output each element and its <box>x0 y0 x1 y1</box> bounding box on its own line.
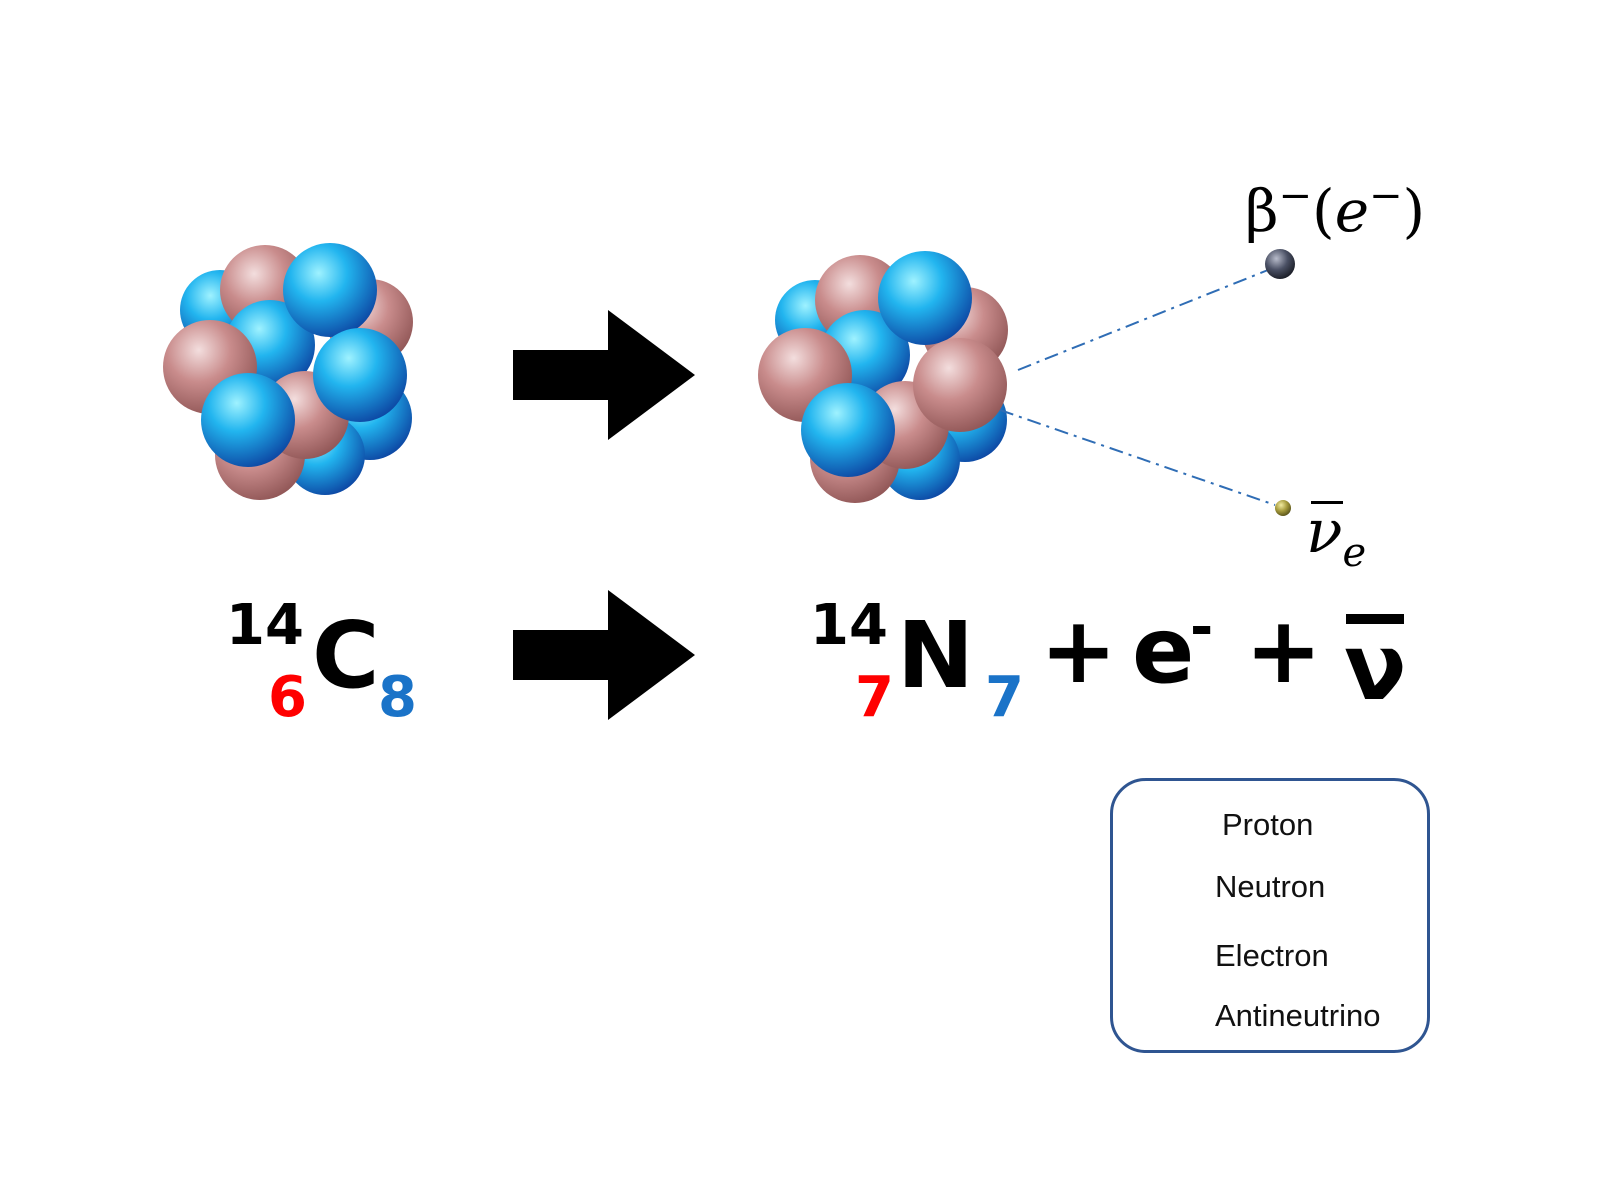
emitted-electron <box>1265 249 1295 279</box>
product-symbol: N <box>897 602 974 709</box>
reactant-symbol: C <box>312 602 380 709</box>
legend-label-antineutrino: Antineutrino <box>1215 998 1381 1033</box>
proton-sphere <box>913 338 1007 432</box>
electron-charge: − <box>1369 173 1403 219</box>
electron-symbol: e <box>1334 177 1370 245</box>
legend-box <box>1110 778 1430 1053</box>
nu-symbol: ν <box>1306 497 1343 567</box>
neutron-sphere <box>283 243 377 337</box>
electron-trail <box>1017 269 1269 371</box>
plus-sign-2: + <box>1245 597 1323 704</box>
plus-sign-1: + <box>1040 597 1118 704</box>
legend-label-electron: Electron <box>1215 938 1329 973</box>
reactant-neutron-count: 8 <box>378 665 417 730</box>
neutron-sphere <box>201 373 295 467</box>
beta-symbol: β <box>1245 177 1279 245</box>
electron-term: e <box>1132 597 1195 704</box>
nu-subscript: e <box>1342 530 1367 576</box>
paren-open: ( <box>1312 177 1335 245</box>
arrow-top <box>513 310 695 440</box>
emitted-antineutrino <box>1275 500 1291 516</box>
arrow-bottom <box>513 590 695 720</box>
electron-term-charge: - <box>1190 595 1214 660</box>
nu-label-overbar <box>1311 501 1343 504</box>
nitrogen-14-nucleus <box>758 251 1008 503</box>
reactant-proton-count: 6 <box>268 665 307 730</box>
antineutrino-overbar <box>1346 614 1404 624</box>
antineutrino-label: νe <box>1306 502 1366 573</box>
product-neutron-count: 7 <box>985 665 1024 730</box>
antineutrino-trail <box>999 409 1276 506</box>
neutron-sphere <box>878 251 972 345</box>
beta-minus-label: β−(e−) <box>1245 176 1425 240</box>
paren-close: ) <box>1402 177 1426 245</box>
reactant-mass-number: 14 <box>226 593 304 658</box>
neutron-sphere <box>801 383 895 477</box>
neutron-sphere <box>313 328 407 422</box>
legend-label-neutron: Neutron <box>1215 869 1326 904</box>
carbon-14-nucleus <box>163 243 413 500</box>
product-mass-number: 14 <box>810 593 888 658</box>
product-proton-count: 7 <box>855 665 894 730</box>
legend-label-proton: Proton <box>1222 807 1314 842</box>
antineutrino-term: ν <box>1344 614 1407 721</box>
beta-charge: − <box>1278 173 1313 219</box>
